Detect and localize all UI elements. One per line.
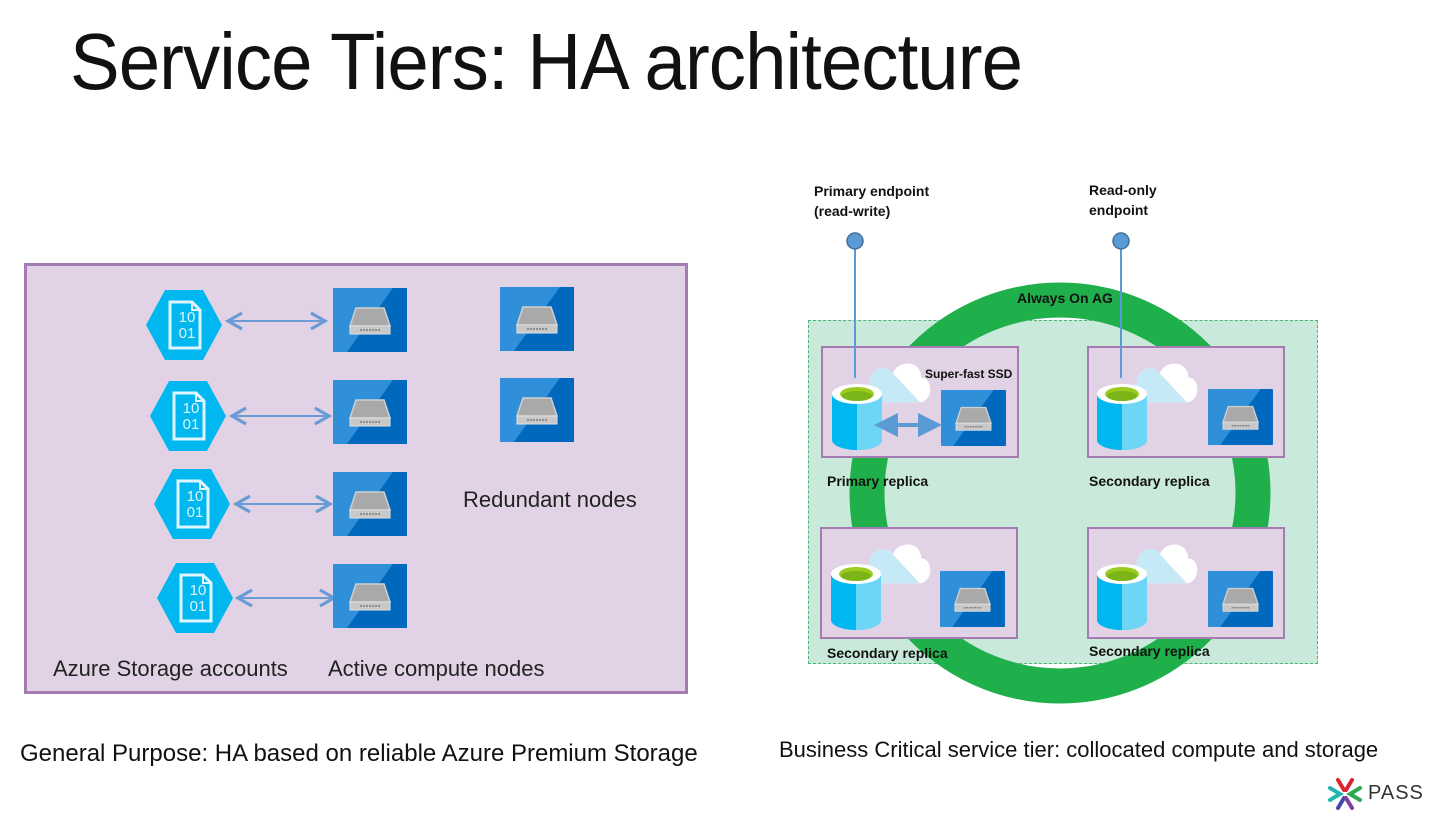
compute-icon [1208,571,1273,627]
readonly-endpoint-label: Read-only endpoint [1089,182,1157,218]
always-on-ag-ring [849,282,1271,704]
database-icon [1097,564,1147,630]
binary-text: 01 [179,325,196,342]
pass-logo-icon [1328,778,1362,810]
always-on-ag-label: Always On AG [1017,290,1113,306]
pass-logo-text: PASS [1368,782,1424,804]
compute-icon [1208,389,1273,445]
readonly-endpoint-dot [1112,232,1130,250]
binary-text: 01 [190,598,207,615]
binary-text: 10 [187,488,204,505]
replica-label: Primary replica [827,473,929,489]
replica-label: Secondary replica [827,645,948,661]
replica-label: Secondary replica [1089,473,1210,489]
slide-title: Service Tiers: HA architecture [70,17,1023,106]
compute-icon [940,571,1005,627]
database-icon [832,384,882,450]
replica-label: Secondary replica [1089,643,1210,659]
binary-text: 01 [187,504,204,521]
binary-text: 01 [183,416,200,433]
general-purpose-caption: General Purpose: HA based on reliable Az… [20,740,698,767]
primary-endpoint-dot [846,232,864,250]
binary-text: 10 [190,582,207,599]
redundant-nodes-label: Redundant nodes [463,487,637,512]
binary-text: 10 [183,400,200,417]
primary-endpoint-label: Primary endpoint (read-write) [814,183,930,219]
binary-text: 10 [179,309,196,326]
business-critical-caption: Business Critical service tier: collocat… [779,737,1379,762]
active-compute-nodes-label: Active compute nodes [328,656,545,681]
database-icon [1097,384,1147,450]
storage-accounts-label: Azure Storage accounts [53,656,288,681]
database-icon [831,564,881,630]
ssd-compute-icon [941,390,1006,446]
super-fast-ssd-label: Super-fast SSD [925,367,1013,381]
